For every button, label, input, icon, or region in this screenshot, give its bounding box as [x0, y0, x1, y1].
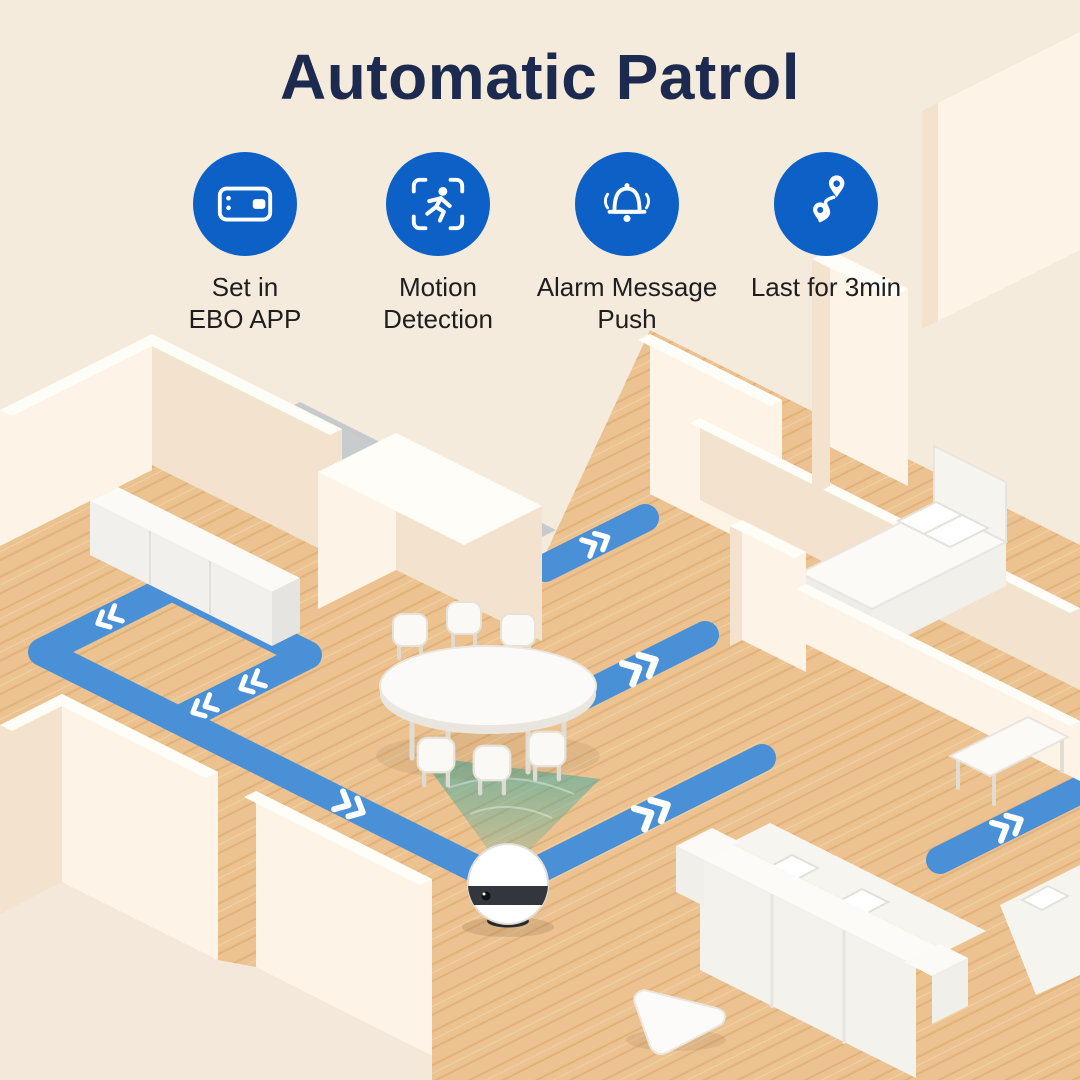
feature-motion-detection: Motion Detection — [328, 152, 548, 335]
patrol-loop — [28, 573, 322, 734]
front-walls — [0, 694, 432, 1080]
sofa — [676, 823, 986, 1078]
feature-patrol-duration: Last for 3min — [716, 152, 936, 304]
motion-detection-icon — [386, 152, 490, 256]
sideboard — [90, 487, 300, 646]
feature-label: Last for 3min — [750, 272, 902, 302]
alarm-bell-icon — [575, 152, 679, 256]
right-daybed — [1000, 865, 1080, 995]
coffee-table — [626, 988, 726, 1055]
camera-view-cone — [420, 756, 600, 874]
feature-alarm-push: Alarm Message Push — [517, 152, 737, 335]
page-title: Automatic Patrol — [279, 41, 801, 113]
phone-app-icon — [193, 152, 297, 256]
robot-camera-icon — [481, 891, 491, 901]
feature-label: Alarm Message Push — [536, 272, 718, 334]
dining-set — [376, 600, 600, 793]
feature-label: Set in EBO APP — [188, 272, 302, 334]
feature-label: Motion Detection — [383, 272, 493, 334]
route-duration-icon — [774, 152, 878, 256]
ebo-robot — [462, 843, 554, 937]
feature-set-in-app: Set in EBO APP — [135, 152, 355, 335]
console-table — [947, 715, 1071, 806]
